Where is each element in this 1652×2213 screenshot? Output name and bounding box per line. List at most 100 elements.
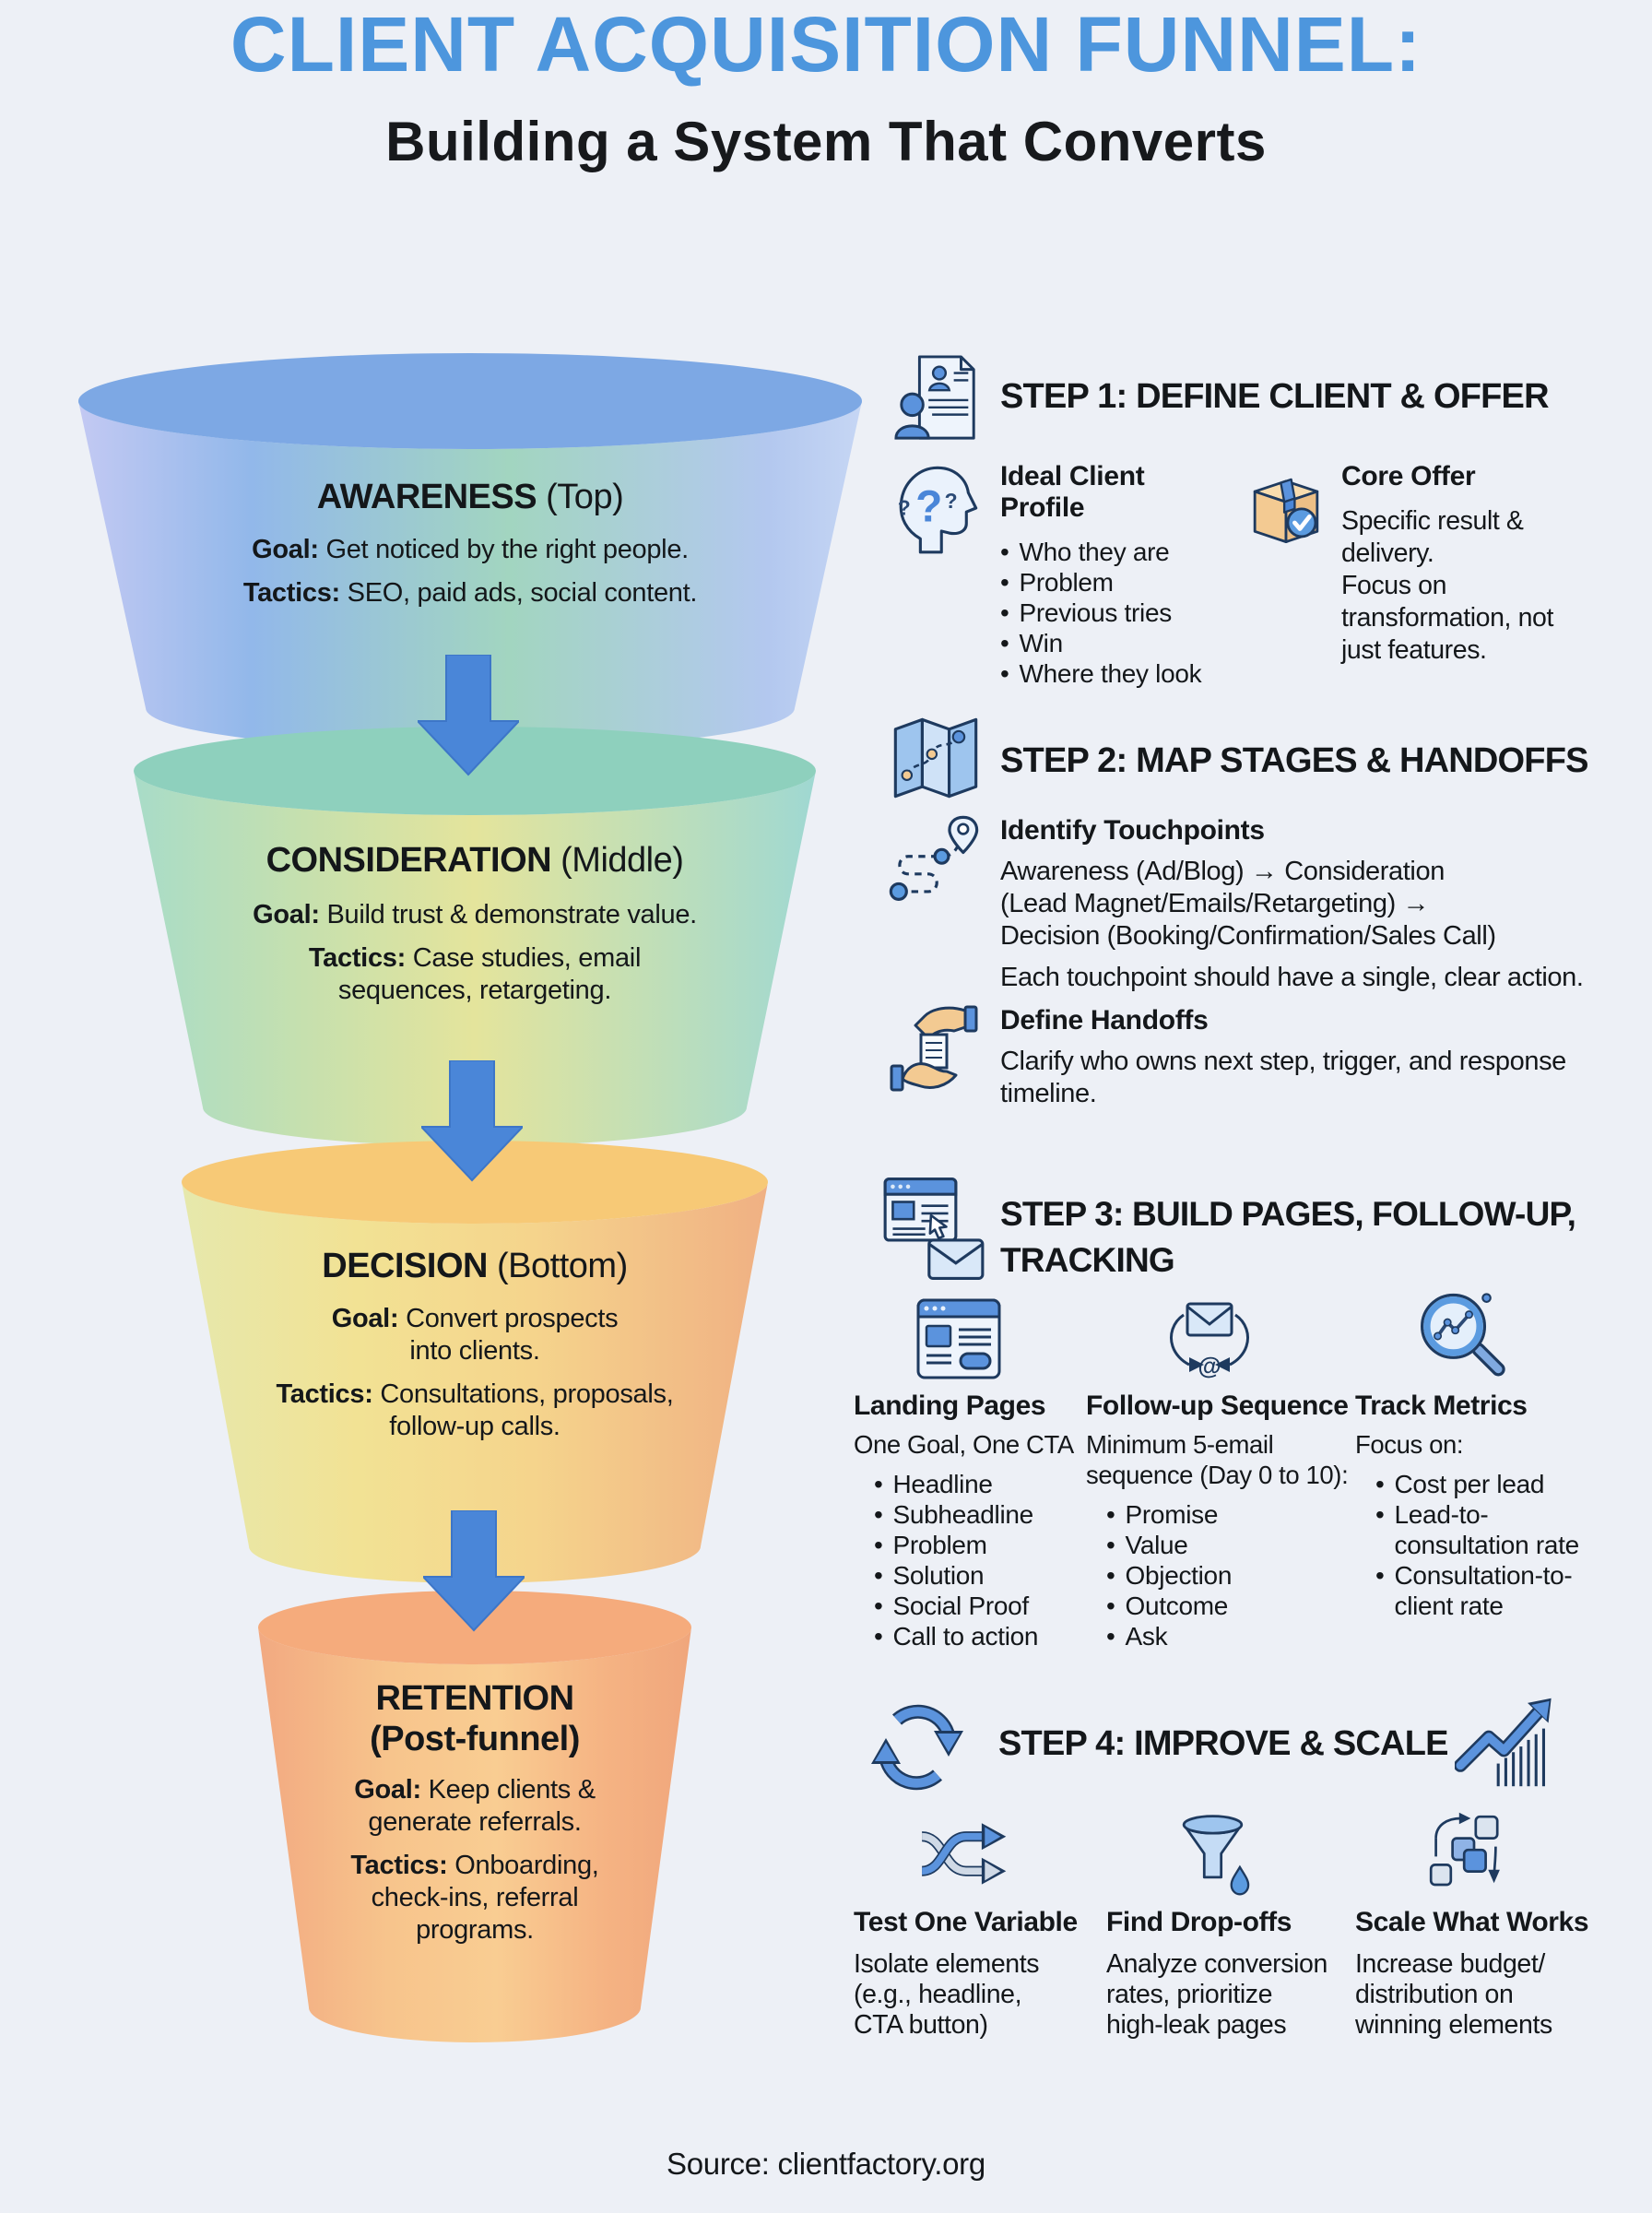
identify-touchpoints-note: Each touchpoint should have a single, cl… xyxy=(1000,963,1584,992)
stage-qualifier: (Middle) xyxy=(560,841,684,880)
package-check-icon xyxy=(1253,478,1319,544)
list-item: Call to action xyxy=(874,1621,1080,1651)
identify-touchpoints-title: Identify Touchpoints xyxy=(1000,815,1265,846)
list-item: Win xyxy=(1000,628,1235,658)
stage-goal: Goal: Build trust & demonstrate value. xyxy=(253,900,697,929)
step4-title: STEP 4: IMPROVE & SCALE xyxy=(998,1724,1448,1763)
landing-pages-title: Landing Pages xyxy=(854,1391,1046,1421)
list-item: Outcome xyxy=(1106,1591,1372,1621)
followup-sequence-subtitle: Minimum 5-email sequence (Day 0 to 10): xyxy=(1086,1430,1349,1489)
webpage-email-icon xyxy=(883,1178,985,1280)
thinking-head-icon: ? ? ? xyxy=(898,466,978,554)
svg-text:?: ? xyxy=(898,495,911,519)
stage-name: AWARENESS xyxy=(316,478,537,516)
down-arrow-icon xyxy=(423,1510,525,1632)
scale-what-works-title: Scale What Works xyxy=(1355,1907,1589,1937)
stage-title: CONSIDERATION (Middle) xyxy=(134,841,816,881)
test-one-variable-text: Isolate elements (e.g., headline, CTA bu… xyxy=(854,1949,1040,2040)
test-one-variable-column: Test One Variable Isolate elements (e.g.… xyxy=(854,1907,1084,2041)
step1-title: STEP 1: DEFINE CLIENT & OFFER xyxy=(1000,377,1550,416)
list-item: Social Proof xyxy=(874,1591,1080,1621)
email-loop-icon: @ xyxy=(1170,1302,1249,1379)
ideal-client-profile-list: Who they are Problem Previous tries Win … xyxy=(1000,537,1235,689)
tactics-label: Tactics: xyxy=(276,1379,373,1409)
scale-what-works-column: Scale What Works Increase budget/ distri… xyxy=(1355,1907,1595,2041)
find-dropoffs-column: Find Drop-offs Analyze conversion rates,… xyxy=(1106,1907,1337,2041)
list-item: Objection xyxy=(1106,1560,1372,1591)
list-item: Previous tries xyxy=(1000,598,1235,628)
stage-tactics: Tactics: Onboarding, check-ins, referral… xyxy=(350,1851,599,1945)
map-icon xyxy=(893,717,978,799)
landing-page-icon xyxy=(916,1298,1001,1379)
ideal-client-profile-title: Ideal Client Profile xyxy=(1000,461,1145,523)
source-credit: Source: clientfactory.org xyxy=(667,2147,985,2181)
stage-goal: Goal: Convert prospects into clients. xyxy=(331,1304,619,1366)
landing-pages-list: Headline Subheadline Problem Solution So… xyxy=(854,1469,1080,1651)
list-item: Solution xyxy=(874,1560,1080,1591)
identify-touchpoints-text: Awareness (Ad/Blog) → Consideration (Lea… xyxy=(1000,857,1496,951)
page-title: CLIENT ACQUISITION FUNNEL: xyxy=(230,1,1422,88)
list-item: Ask xyxy=(1106,1621,1372,1651)
funnel-stage-consideration-shape xyxy=(134,727,816,1146)
define-handoffs-text: Clarify who owns next step, trigger, and… xyxy=(1000,1047,1566,1108)
list-item: Subheadline xyxy=(874,1499,1080,1530)
goal-label: Goal: xyxy=(252,535,319,564)
core-offer-title: Core Offer xyxy=(1341,461,1476,491)
stage-awareness-text: AWARENESS (Top) Goal: Get noticed by the… xyxy=(78,478,862,609)
identify-touchpoints: Identify Touchpoints Awareness (Ad/Blog)… xyxy=(1000,815,1646,994)
list-item: Headline xyxy=(874,1469,1080,1499)
stage-goal: Goal: Get noticed by the right people. xyxy=(252,535,689,564)
find-dropoffs-text: Analyze conversion rates, prioritize hig… xyxy=(1106,1949,1328,2040)
route-pin-icon xyxy=(889,815,979,901)
stage-name: RETENTION xyxy=(375,1679,574,1718)
stage-name: DECISION xyxy=(322,1247,488,1285)
followup-sequence-list: Promise Value Objection Outcome Ask xyxy=(1086,1499,1372,1651)
list-item: Lead-to-consultation rate xyxy=(1375,1499,1586,1560)
list-item: Problem xyxy=(1000,567,1235,598)
tactics-label: Tactics: xyxy=(242,578,340,608)
test-one-variable-title: Test One Variable xyxy=(854,1907,1078,1937)
stage-decision-text: DECISION (Bottom) Goal: Convert prospect… xyxy=(182,1247,768,1443)
track-metrics-subtitle: Focus on: xyxy=(1355,1430,1464,1459)
step2-title: STEP 2: MAP STAGES & HANDOFFS xyxy=(1000,741,1588,780)
stage-title: AWARENESS (Top) xyxy=(78,478,862,517)
down-arrow-icon xyxy=(421,1060,523,1182)
track-metrics-list: Cost per lead Lead-to-consultation rate … xyxy=(1355,1469,1586,1621)
list-item: Value xyxy=(1106,1530,1372,1560)
shuffle-arrows-icon xyxy=(921,1823,1007,1885)
metrics-magnifier-icon xyxy=(1421,1293,1505,1377)
list-item: Where they look xyxy=(1000,658,1235,689)
track-metrics-column: Track Metrics Focus on: Cost per lead Le… xyxy=(1355,1391,1586,1621)
stage-tactics: Tactics: Consultations, proposals, follo… xyxy=(276,1379,674,1441)
stage-qualifier: (Top) xyxy=(546,478,624,516)
tactics-label: Tactics: xyxy=(308,943,406,973)
followup-sequence-title: Follow-up Sequence xyxy=(1086,1391,1349,1421)
stage-qualifier: (Bottom) xyxy=(497,1247,628,1285)
stage-tactics: Tactics: Case studies, email sequences, … xyxy=(308,943,642,1005)
page-subtitle: Building a System That Converts xyxy=(385,111,1267,172)
stage-retention-text: RETENTION (Post-funnel) Goal: Keep clien… xyxy=(258,1678,691,1947)
list-item: Consultation-to-client rate xyxy=(1375,1560,1586,1621)
scale-what-works-text: Increase budget/ distribution on winning… xyxy=(1355,1949,1552,2040)
core-offer-text: Specific result & delivery. Focus on tra… xyxy=(1341,506,1554,665)
scale-blocks-icon xyxy=(1429,1812,1500,1887)
landing-pages-column: Landing Pages One Goal, One CTA Headline… xyxy=(854,1391,1080,1651)
stage-title: RETENTION (Post-funnel) xyxy=(258,1678,691,1759)
list-item: Promise xyxy=(1106,1499,1372,1530)
people-document-icon xyxy=(894,355,975,440)
find-dropoffs-title: Find Drop-offs xyxy=(1106,1907,1292,1937)
followup-sequence-column: Follow-up Sequence Minimum 5-email seque… xyxy=(1086,1391,1372,1651)
list-item: Cost per lead xyxy=(1375,1469,1586,1499)
funnel-drop-icon xyxy=(1182,1815,1250,1896)
goal-label: Goal: xyxy=(331,1304,399,1333)
down-arrow-icon xyxy=(418,655,519,776)
header: CLIENT ACQUISITION FUNNEL: Building a Sy… xyxy=(0,0,1652,173)
stage-name: CONSIDERATION xyxy=(266,841,552,880)
stage-consideration-text: CONSIDERATION (Middle) Goal: Build trust… xyxy=(134,841,816,1007)
landing-pages-subtitle: One Goal, One CTA xyxy=(854,1430,1074,1459)
growth-chart-icon xyxy=(1455,1698,1552,1787)
stage-goal: Goal: Keep clients & generate referrals. xyxy=(354,1775,596,1837)
svg-text:?: ? xyxy=(945,489,958,513)
list-item: Problem xyxy=(874,1530,1080,1560)
